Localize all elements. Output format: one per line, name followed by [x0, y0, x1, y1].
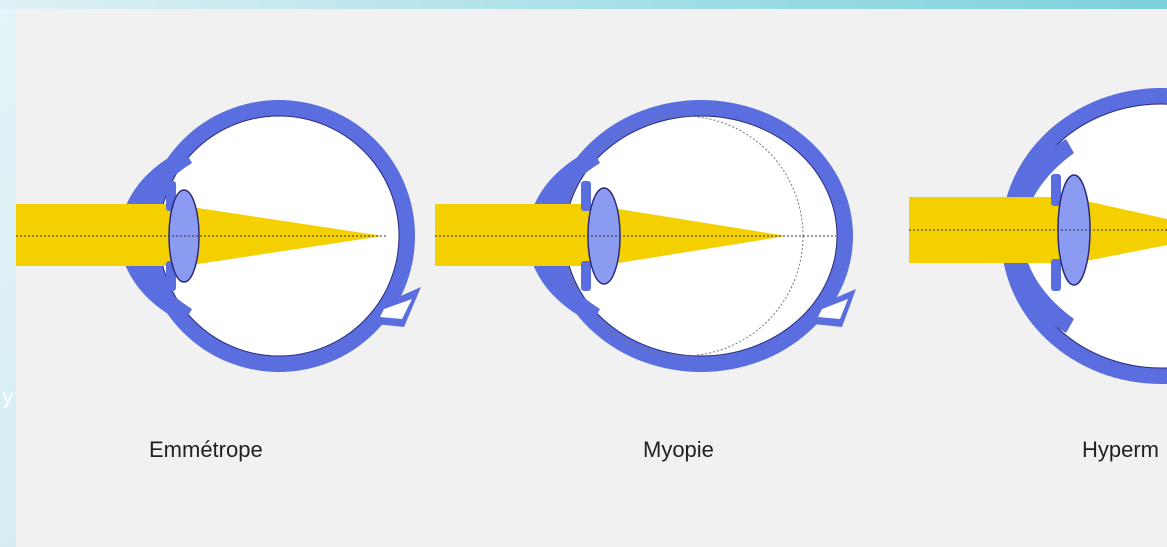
eye-emmetrope — [16, 100, 421, 372]
slide-top-bar — [0, 0, 1167, 9]
label-emmetrope: Emmétrope — [149, 437, 263, 463]
eye-hypermetropie — [909, 88, 1167, 384]
label-hypermetropie: Hyperm — [1082, 437, 1159, 463]
eye-myopie — [435, 100, 856, 372]
incoming-light — [16, 204, 171, 266]
eye-diagram — [16, 9, 1167, 547]
label-myopie: Myopie — [643, 437, 714, 463]
incoming-light — [909, 197, 1059, 263]
incoming-light — [435, 204, 585, 266]
eye-diagram-panel: Emmétrope Myopie Hyperm — [16, 9, 1167, 547]
